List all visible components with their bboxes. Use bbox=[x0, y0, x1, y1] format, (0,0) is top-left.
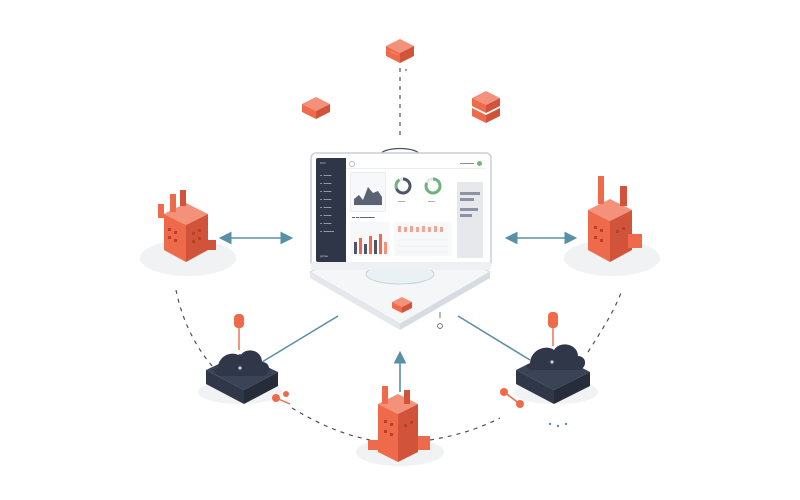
panel-line bbox=[460, 192, 480, 195]
area-chart-card bbox=[350, 172, 386, 212]
dashboard-topbar: ▬▬▬▬▬ bbox=[346, 158, 486, 169]
sidebar-item[interactable]: ▬▬▬ bbox=[320, 190, 332, 193]
avatar[interactable] bbox=[477, 160, 482, 166]
area-chart-icon bbox=[354, 187, 382, 206]
panel-line bbox=[460, 214, 472, 217]
sidebar-title: ••••• bbox=[320, 161, 326, 165]
right-factory-building-icon bbox=[588, 176, 642, 262]
bar-chart-icon bbox=[394, 222, 452, 256]
panel-line bbox=[460, 208, 478, 211]
left-factory-building-icon bbox=[158, 190, 216, 262]
donut-chart-icon bbox=[394, 177, 412, 195]
right-server-connector bbox=[457, 315, 531, 361]
bar-chart-icon bbox=[350, 222, 390, 256]
bottom-factory-building-icon bbox=[368, 386, 430, 462]
section-title: ▬ ▬ ▬▬▬▬▬ bbox=[352, 215, 375, 219]
sidebar-item[interactable]: ▬▬▬ bbox=[320, 198, 332, 201]
sidebar-item[interactable]: ▬▬▬ bbox=[320, 182, 332, 185]
left-cloud-server-icon bbox=[206, 314, 291, 405]
sidebar-item[interactable]: ▬▬▬ bbox=[320, 206, 332, 209]
user-label[interactable]: ▬▬▬▬▬ bbox=[460, 161, 474, 165]
dashboard-screen: ••••• ▬▬▬ ▬▬▬ ▬▬▬ ▬▬▬ ▬▬▬ ▬▬▬ ▬▬▬ ▬▬▬▬ p… bbox=[316, 158, 486, 262]
sidebar-item[interactable]: ▬▬▬▬ bbox=[320, 230, 334, 233]
sidebar-item[interactable]: ▬▬▬ bbox=[320, 174, 332, 177]
sidebar-item[interactable]: ▬▬▬ bbox=[320, 222, 332, 225]
donut-chart-icon bbox=[424, 177, 442, 195]
connector-arrows bbox=[218, 231, 578, 392]
left-small-boxes-icon bbox=[302, 97, 330, 119]
left-server-connector bbox=[261, 315, 339, 363]
right-cloud-server-icon bbox=[500, 312, 590, 428]
top-stacked-boxes-icon bbox=[386, 39, 414, 72]
sidebar-item[interactable]: ▬▬▬ bbox=[320, 214, 332, 217]
panel-line bbox=[460, 198, 474, 201]
details-panel bbox=[457, 182, 483, 258]
donut-caption: ▬▬▬ bbox=[428, 200, 436, 203]
search-icon[interactable] bbox=[349, 161, 355, 167]
donut-caption: ▬▬▬ bbox=[398, 200, 406, 203]
dashboard-sidebar: ••••• ▬▬▬ ▬▬▬ ▬▬▬ ▬▬▬ ▬▬▬ ▬▬▬ ▬▬▬ ▬▬▬▬ p… bbox=[316, 158, 346, 262]
sidebar-footer: pmloo bbox=[320, 254, 329, 258]
right-stacked-boxes-icon bbox=[472, 91, 500, 123]
